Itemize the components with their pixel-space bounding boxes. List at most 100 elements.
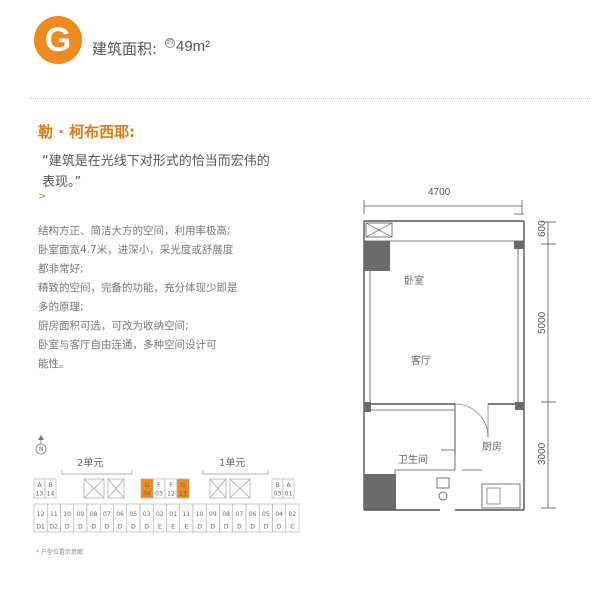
unit-cell: F 12 <box>164 478 178 499</box>
unit-cell: 08D <box>86 503 101 533</box>
unit-cell-label: 13 <box>179 491 187 498</box>
unit-cell-label: C <box>290 524 294 531</box>
quote-arrow-icon: > <box>38 191 47 202</box>
room-label-bathroom: 卫生间 <box>398 453 428 466</box>
unit-cell-label: E <box>171 524 175 531</box>
unit-cell-label: D1 <box>36 524 45 531</box>
unit-cell-label: 05 <box>262 511 270 518</box>
unit-cell: 05D <box>258 503 273 533</box>
unit-cell-label: 01 <box>169 511 177 518</box>
north-label: N <box>39 446 44 453</box>
key-plan-note: * 户型位置示意图 <box>36 549 83 556</box>
unit-cell-label: E <box>158 524 162 531</box>
unit-cell: A01 <box>282 478 295 499</box>
unit-cell: A 13 <box>33 478 46 499</box>
dim-right-top: 600 <box>537 220 548 237</box>
description-line: 精致的空间，完备的功能，充分体现少即是 <box>38 282 238 294</box>
unit-cell-label: E <box>184 524 188 531</box>
unit-cell-label: F <box>169 482 173 489</box>
area-approx-mark: 约 <box>165 38 175 48</box>
stair-cores <box>83 478 251 499</box>
divider-rule <box>30 98 590 99</box>
description-line: 卧室面宽4.7米，进深小，采光度或舒展度 <box>38 244 234 256</box>
unit-cell-label: 01 <box>285 491 293 498</box>
unit-cell-label: B <box>48 482 52 489</box>
unit-cell-label: 11 <box>183 511 191 518</box>
unit-cell-label: 12 <box>37 511 45 518</box>
unit-cell-label: A <box>37 482 42 489</box>
unit-cell-label: D <box>144 524 149 531</box>
unit-cell-label: D <box>91 524 96 531</box>
unit-cell-label: 09 <box>209 511 217 518</box>
floor-plan: 4700 600 5000 3000 <box>363 187 556 511</box>
unit-cell-label: D2 <box>50 524 59 531</box>
unit-cell-label: F <box>157 482 161 489</box>
room-label-bedroom: 卧室 <box>404 274 424 287</box>
unit-cell-label: D <box>277 524 282 531</box>
unit-cell: 10D <box>60 503 75 533</box>
unit-cell-label: 06 <box>116 511 124 518</box>
description-line: 厨房面积可选，可改为收纳空间; <box>38 320 189 332</box>
unit-cell-label: 04 <box>275 511 283 518</box>
unit-description: 结构方正、简洁大方的空间，利用率极高; 卧室面宽4.7米，进深小，采光度或舒展度… <box>38 222 278 374</box>
unit-cell: 06D <box>245 503 260 533</box>
unit-cell-label: 07 <box>103 511 111 518</box>
description-line: 卧室与客厅自由连通，多种空间设计可 <box>38 339 217 351</box>
area-value: 49m² <box>176 38 211 55</box>
dim-right-bottom: 3000 <box>537 442 548 465</box>
north-arrow-icon: N <box>35 435 47 455</box>
unit-cell-label: D <box>131 524 136 531</box>
unit-cell-label: D <box>65 524 70 531</box>
unit-cell-label: 07 <box>236 511 244 518</box>
unit-cell-label: G <box>145 482 150 489</box>
wing-label-unit1: 1单元 <box>219 457 245 469</box>
unit-cell: B14 <box>44 478 57 499</box>
description-line: 多的原理; <box>38 301 84 313</box>
unit-cell-label: D <box>211 524 216 531</box>
unit-cell-label: 09 <box>77 511 85 518</box>
unit-cell-label: G <box>181 482 186 489</box>
unit-cell-highlight: G04 <box>140 478 154 499</box>
unit-cell-label: 08 <box>90 511 98 518</box>
unit-cell-label: 03 <box>143 511 151 518</box>
unit-cell-label: 05 <box>130 511 138 518</box>
unit-cell: 02C <box>285 503 300 533</box>
key-lower-row: 12D111D210D09D08D07D06D05D03D02E01E11E10… <box>33 503 300 533</box>
unit-letter-badge: G <box>34 16 82 64</box>
description-line: 都非常好; <box>38 263 84 275</box>
unit-cell-label: 02 <box>289 511 297 518</box>
unit-cell: 01E <box>166 503 181 533</box>
description-line: 结构方正、简洁大方的空间，利用率极高; <box>38 225 231 237</box>
room-label-kitchen: 厨房 <box>482 440 502 453</box>
unit-cell-highlight: G 13 <box>176 478 190 499</box>
unit-cell-label: D <box>118 524 123 531</box>
unit-cell: 09D <box>73 503 88 533</box>
architect-name: 勒 · 柯布西耶: <box>38 123 136 141</box>
unit-cell-label: D <box>197 524 202 531</box>
description-line: 能性。 <box>38 358 70 370</box>
unit-cell-label: 11 <box>50 511 58 518</box>
unit-cell: 10D <box>192 503 207 533</box>
unit-cell-label: 02 <box>156 511 164 518</box>
unit-cell: 09D <box>205 503 220 533</box>
unit-cell: 02E <box>152 503 167 533</box>
unit-cell: 03D <box>139 503 154 533</box>
unit-cell-label: D <box>78 524 83 531</box>
unit-cell-label: 12 <box>167 491 175 498</box>
unit-cell-label: D <box>237 524 242 531</box>
unit-cell: 07D <box>99 503 114 533</box>
unit-cell-label: 03 <box>155 491 163 498</box>
unit-cell-label: D <box>250 524 255 531</box>
unit-cell-label: 13 <box>36 491 44 498</box>
unit-cell-label: B <box>275 482 279 489</box>
unit-cell: B 03 <box>271 478 284 499</box>
unit-cell: 06D <box>113 503 128 533</box>
unit-cell: 08D <box>219 503 234 533</box>
unit-cell-label: 03 <box>274 491 282 498</box>
